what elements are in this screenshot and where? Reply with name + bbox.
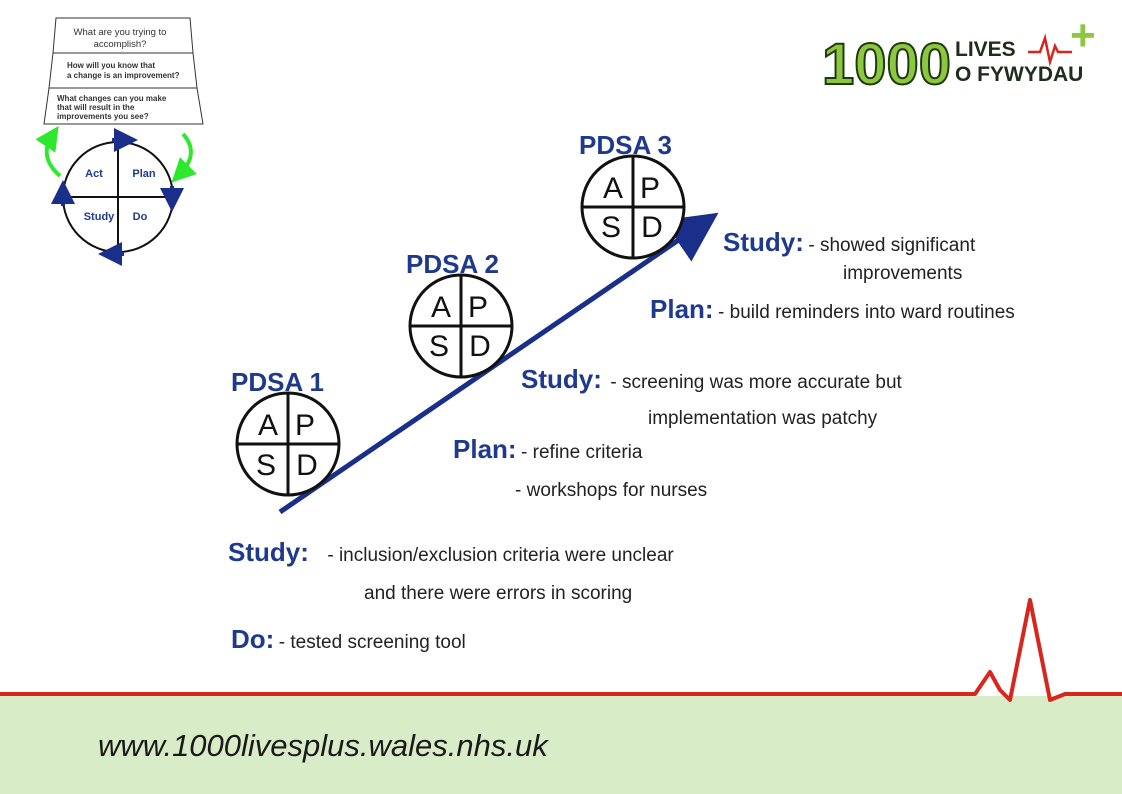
cycle-label-plan: Plan: [132, 168, 156, 180]
pdsa-3-s: S: [601, 211, 621, 244]
logo-heartbeat: [1028, 33, 1072, 67]
note-study-3-text: - showed significant: [808, 235, 976, 256]
cycle-label-study: Study: [84, 211, 115, 223]
question-3-line-3: improvements you see?: [57, 112, 149, 121]
note-plan-2-colon: :: [704, 294, 714, 324]
logo-plus-icon: +: [1070, 11, 1096, 60]
note-study-1-text: - inclusion/exclusion criteria were uncl…: [327, 545, 674, 566]
mini-pdsa-cycle: Act Plan Study Do: [35, 126, 197, 266]
cycle-arrow-left: [35, 126, 62, 178]
pdsa-3-p: P: [640, 172, 660, 205]
heartbeat-line: [0, 598, 1122, 702]
footer-url-link[interactable]: www.1000livesplus.wales.nhs.uk: [98, 728, 548, 763]
question-3-line-2: that will result in the: [57, 103, 135, 112]
pdsa-2-d: D: [469, 330, 491, 363]
note-study-2-continued: implementation was patchy: [648, 408, 878, 429]
pdsa-3-a: A: [603, 172, 623, 205]
footer-band: [0, 696, 1122, 794]
note-plan-2: Plan: - build reminders into ward routin…: [650, 294, 1015, 325]
note-do-1: Do: - tested screening tool: [231, 624, 466, 655]
pdsa-2-s: S: [429, 330, 449, 363]
cycle-label-act: Act: [85, 168, 103, 180]
question-2-line-1: How will you know that: [67, 61, 155, 70]
pdsa-3-d: D: [641, 211, 663, 244]
note-study-1: Study: - inclusion/exclusion criteria we…: [228, 537, 674, 568]
note-plan-1: Plan: - refine criteria: [453, 434, 642, 465]
note-study-3-label: Study: [723, 227, 796, 257]
pdsa-circle-1: A P S D: [235, 391, 341, 497]
pdsa-1-p: P: [295, 409, 315, 442]
note-study-3: Study: - showed significant: [723, 227, 975, 258]
pdsa-circle-2: A P S D: [408, 273, 514, 379]
note-study-1-continued: and there were errors in scoring: [364, 583, 633, 604]
pdsa-1-d: D: [296, 449, 318, 482]
note-study-1-colon: :: [300, 537, 309, 567]
question-1-line-2: accomplish?: [94, 39, 147, 50]
note-study-3-continued: improvements: [843, 263, 963, 284]
pdsa-2-title: PDSA 2: [406, 249, 499, 279]
note-plan-1-continued: - workshops for nurses: [515, 480, 708, 501]
note-do-1-label: Do: [231, 624, 266, 654]
logo-fywydau: O FYWYDAU: [955, 63, 1083, 86]
pdsa-2-p: P: [468, 291, 488, 324]
note-plan-1-colon: :: [507, 434, 517, 464]
pdsa-1-title: PDSA 1: [231, 367, 324, 397]
note-do-1-text: - tested screening tool: [278, 632, 466, 653]
note-plan-1-text: - refine criteria: [521, 442, 643, 463]
note-study-3-colon: :: [795, 227, 804, 257]
note-study-2-label: Study: [521, 364, 594, 394]
logo-number: 1000: [822, 32, 951, 97]
logo-1000-lives: 1000 LIVES O FYWYDAU +: [821, 11, 1096, 98]
note-plan-2-label: Plan: [650, 294, 705, 324]
note-study-1-label: Study: [228, 537, 301, 567]
note-do-1-colon: :: [265, 624, 275, 654]
pdsa-3-title: PDSA 3: [579, 130, 672, 160]
pdsa-circle-3: A P S D: [580, 154, 686, 260]
pdsa-1-a: A: [258, 409, 278, 442]
cycle-arrow-right: [171, 132, 197, 183]
cycle-label-do: Do: [133, 211, 148, 223]
question-2-line-2: a change is an improvement?: [67, 71, 180, 80]
note-plan-2-text: - build reminders into ward routines: [718, 302, 1015, 323]
pdsa-1-s: S: [256, 449, 276, 482]
logo-lives: LIVES: [955, 38, 1016, 61]
note-study-2-colon: :: [593, 364, 602, 394]
note-plan-1-label: Plan: [453, 434, 508, 464]
note-study-2: Study: - screening was more accurate but: [521, 364, 902, 395]
note-study-2-text: - screening was more accurate but: [610, 372, 902, 393]
model-questions: What are you trying to accomplish? How w…: [43, 17, 204, 125]
pdsa-2-a: A: [431, 291, 451, 324]
question-1-line-1: What are you trying to: [74, 27, 167, 38]
question-3-line-1: What changes can you make: [57, 94, 167, 103]
